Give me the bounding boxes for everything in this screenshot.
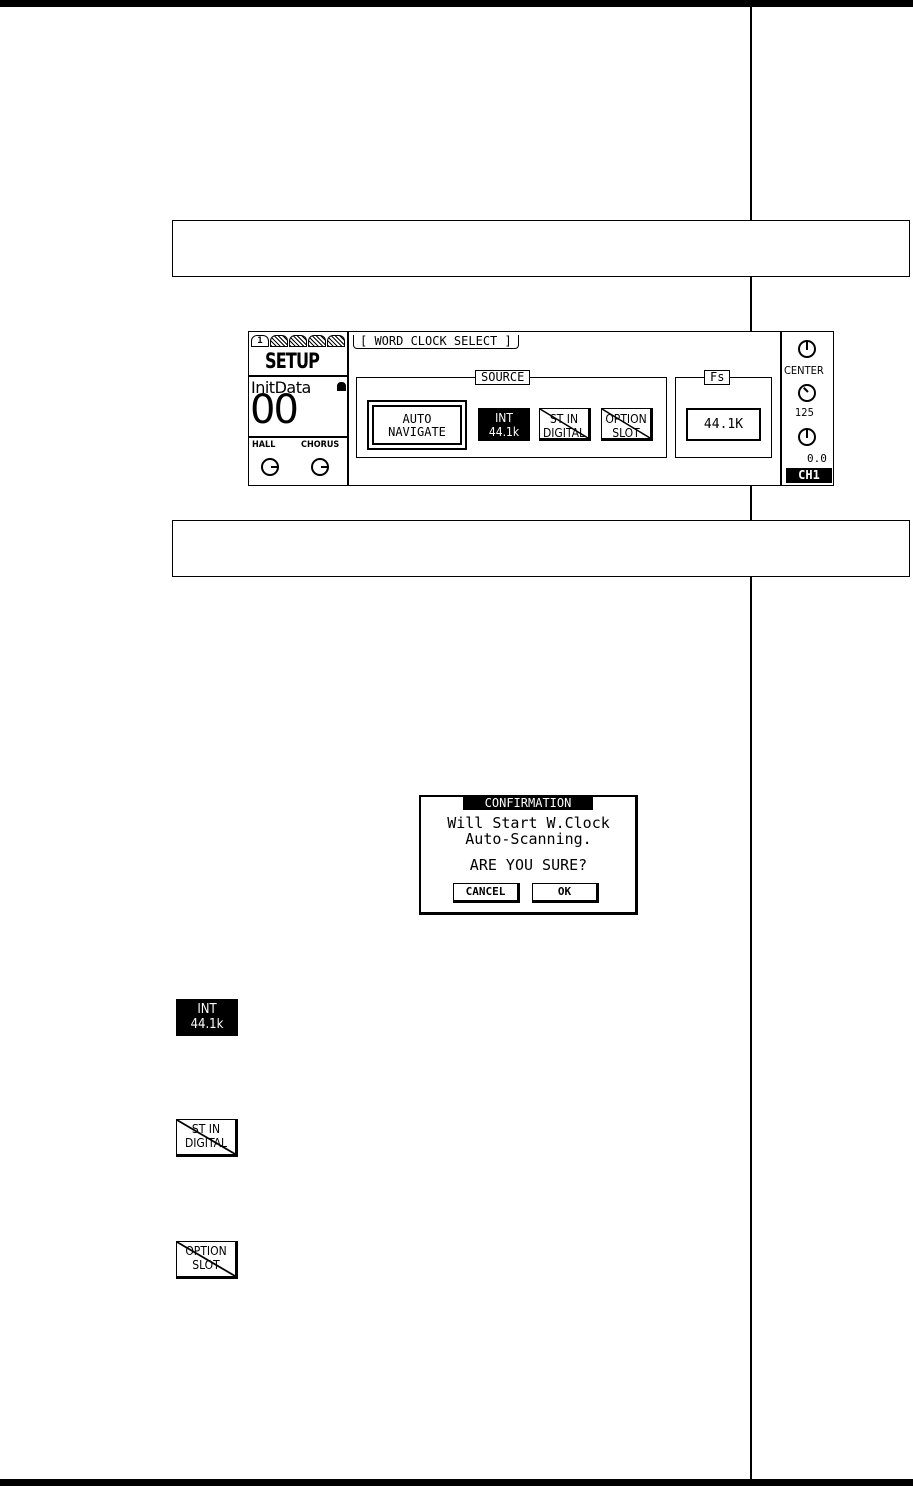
divider	[249, 375, 347, 377]
source-frame: SOURCE AUTO NAVIGATE INT 44.1k ST IN DIG…	[356, 370, 667, 458]
note-box-top	[172, 220, 910, 277]
bottom-rule	[0, 1479, 913, 1486]
eq-value: 125	[795, 406, 814, 419]
ok-button[interactable]: OK	[532, 883, 599, 903]
auto-navigate-line2: NAVIGATE	[388, 425, 446, 439]
option-line1: OPTION	[605, 412, 647, 426]
scene-tab-4[interactable]	[308, 335, 326, 347]
eq-knob-icon[interactable]	[798, 384, 816, 402]
word-clock-select-screen: 1 SETUP InitData 00 HALL CHORUS [ WORD C…	[248, 331, 834, 486]
int-source-button[interactable]: INT 44.1k	[478, 408, 530, 441]
page-title-text: WORD CLOCK SELECT	[374, 334, 498, 348]
icon-int-line2: 44.1k	[190, 1017, 224, 1032]
note-box-bottom	[172, 520, 910, 577]
st-in-digital-button[interactable]: ST IN DIGITAL	[539, 408, 591, 441]
level-knob-icon[interactable]	[798, 428, 816, 446]
channel-strip-panel: CENTER 125 0.0 CH1	[780, 332, 833, 485]
channel-badge: CH1	[786, 468, 832, 483]
scene-tab-3[interactable]	[289, 335, 307, 347]
pan-value: CENTER	[784, 364, 824, 377]
dialog-line2: Auto-Scanning.	[465, 830, 592, 848]
hall-label: HALL	[252, 440, 276, 450]
int-line1: INT	[495, 411, 513, 425]
option-slot-button[interactable]: OPTION SLOT	[601, 408, 653, 441]
scene-title: InitData	[251, 378, 311, 397]
source-label: SOURCE	[475, 370, 531, 385]
top-rule	[0, 0, 913, 7]
auto-navigate-label: AUTO NAVIGATE	[372, 405, 462, 445]
page-margin-line	[750, 7, 752, 1479]
scene-number: 00	[250, 387, 299, 433]
icon-option-line1: OPTION	[185, 1244, 227, 1258]
st-in-line2: DIGITAL	[542, 426, 586, 440]
dialog-line1: Will Start W.Clock	[447, 814, 610, 832]
level-value: 0.0	[807, 452, 827, 465]
scene-tabs: 1	[251, 335, 345, 347]
auto-navigate-line1: AUTO	[402, 412, 432, 426]
cancel-button[interactable]: CANCEL	[453, 883, 520, 903]
scene-tab-2[interactable]	[270, 335, 288, 347]
scene-panel: 1 SETUP InitData 00 HALL CHORUS	[249, 332, 349, 485]
page-name: SETUP	[265, 349, 320, 373]
dialog-question: ARE YOU SURE?	[469, 856, 588, 874]
icon-option-line2: SLOT	[192, 1258, 220, 1272]
int-line2: 44.1k	[488, 425, 520, 439]
chorus-label: CHORUS	[301, 440, 340, 450]
divider	[249, 436, 347, 438]
icon-int-line1: INT	[197, 1002, 217, 1017]
st-in-line1: ST IN	[549, 412, 579, 426]
st-in-digital-icon: ST IN DIGITAL	[176, 1119, 238, 1157]
fs-label: Fs	[704, 370, 731, 385]
fs-frame: Fs 44.1K	[675, 370, 772, 458]
option-line2: SLOT	[612, 426, 640, 440]
confirmation-dialog: CONFIRMATION Will Start W.Clock Auto-Sca…	[419, 795, 638, 915]
pan-knob-icon[interactable]	[798, 340, 816, 358]
lock-icon	[337, 382, 346, 391]
scene-tab-1[interactable]: 1	[251, 335, 269, 347]
dialog-title: CONFIRMATION	[463, 797, 593, 810]
scene-tab-5[interactable]	[327, 335, 345, 347]
page-title: [ WORD CLOCK SELECT ]	[353, 335, 519, 349]
chorus-knob-icon[interactable]	[311, 458, 329, 476]
fs-value: 44.1K	[686, 408, 761, 441]
int-source-icon: INT 44.1k	[176, 999, 238, 1036]
auto-navigate-button[interactable]: AUTO NAVIGATE	[367, 400, 467, 450]
icon-st-in-line1: ST IN	[191, 1122, 221, 1136]
option-slot-icon: OPTION SLOT	[176, 1241, 238, 1279]
icon-st-in-line2: DIGITAL	[184, 1136, 228, 1150]
hall-knob-icon[interactable]	[261, 458, 279, 476]
